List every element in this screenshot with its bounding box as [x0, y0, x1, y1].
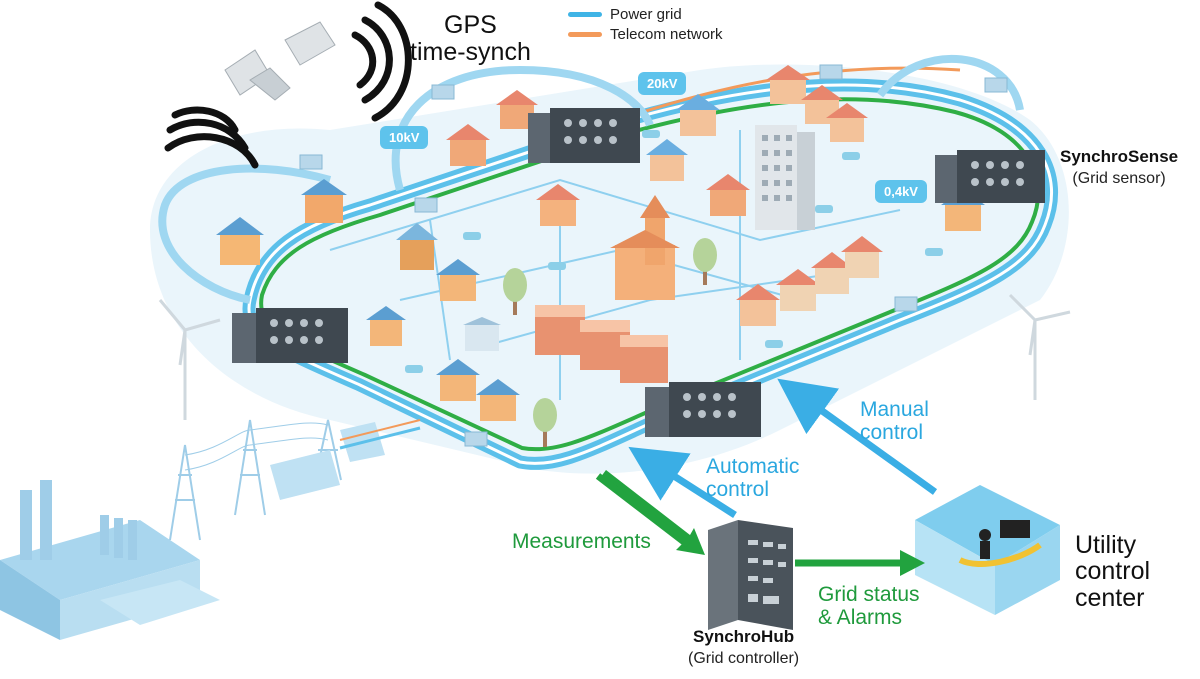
voltage-10kv-badge: 10kV [380, 126, 429, 149]
legend-telecom: Telecom network [568, 26, 723, 43]
control-center-label: Utility control center [1075, 532, 1150, 611]
grid-status-arrowhead [900, 550, 925, 576]
measurements-label: Measurements [512, 530, 651, 553]
gps-signal-waves [164, 1, 412, 169]
gps-label: GPS time-synch [410, 12, 531, 66]
power-plant [0, 480, 220, 640]
control-center-line1: Utility [1075, 531, 1137, 559]
satellite-icon [224, 21, 336, 101]
grid-status-line2: & Alarms [818, 606, 903, 630]
grid-status-label: Grid status & Alarms [818, 583, 920, 629]
automatic-control-arrow [628, 446, 737, 518]
synchrosense-label: SynchroSense (Grid sensor) [1060, 148, 1178, 187]
right-feeder-loop [876, 54, 1024, 111]
automatic-control-line2: control [706, 478, 770, 502]
transformers [270, 419, 421, 500]
synchrohub-name: SynchroHub [693, 627, 795, 646]
transmission-towers [169, 419, 342, 541]
synchrosense-device-right [935, 150, 1045, 203]
manual-control-arrow [777, 378, 938, 495]
synchrosense-device-bottom [645, 382, 761, 437]
synchrosense-device-left [232, 308, 348, 363]
synchrosense-device-top [528, 108, 640, 163]
left-feeder-loop [158, 164, 332, 304]
control-center-line3: center [1075, 583, 1145, 612]
trees [503, 238, 717, 447]
manual-control-line1: Manual [860, 398, 929, 421]
control-center-room [915, 485, 1060, 615]
grid-status-line1: Grid status [818, 583, 920, 606]
synchrohub-role: (Grid controller) [688, 650, 800, 667]
synchrohub-device [708, 520, 793, 630]
synchrosense-role: (Grid sensor) [1072, 170, 1166, 187]
manual-control-line2: control [860, 421, 924, 445]
legend-power-grid: Power grid [568, 6, 682, 23]
synchrohub-label: SynchroHub (Grid controller) [688, 628, 799, 667]
tower-building [755, 125, 815, 230]
legend-telecom-label: Telecom network [610, 26, 723, 43]
measurements-arrow-shaft [595, 473, 691, 548]
gps-label-line1: GPS [444, 11, 497, 39]
houses [216, 65, 985, 421]
synchrosense-name: SynchroSense [1060, 147, 1179, 166]
legend-telecom-swatch [568, 32, 602, 37]
voltage-04kv-badge: 0,4kV [875, 180, 927, 203]
manual-control-label: Manual control [860, 398, 929, 444]
church [610, 195, 680, 300]
legend-power-swatch [568, 12, 602, 17]
substation-boxes [299, 64, 1008, 447]
control-center-line2: control [1075, 557, 1151, 586]
legend-power-label: Power grid [610, 6, 682, 23]
voltage-20kv-badge: 20kV [638, 72, 687, 95]
wind-turbine-right [1008, 293, 1071, 400]
gps-label-line2: time-synch [410, 38, 531, 66]
automatic-control-label: Automatic control [706, 455, 799, 501]
apartment-blocks [535, 305, 668, 383]
automatic-control-line1: Automatic [706, 455, 800, 478]
ground-area [150, 64, 1069, 474]
cars [405, 130, 943, 373]
wind-turbine-left [158, 299, 221, 420]
